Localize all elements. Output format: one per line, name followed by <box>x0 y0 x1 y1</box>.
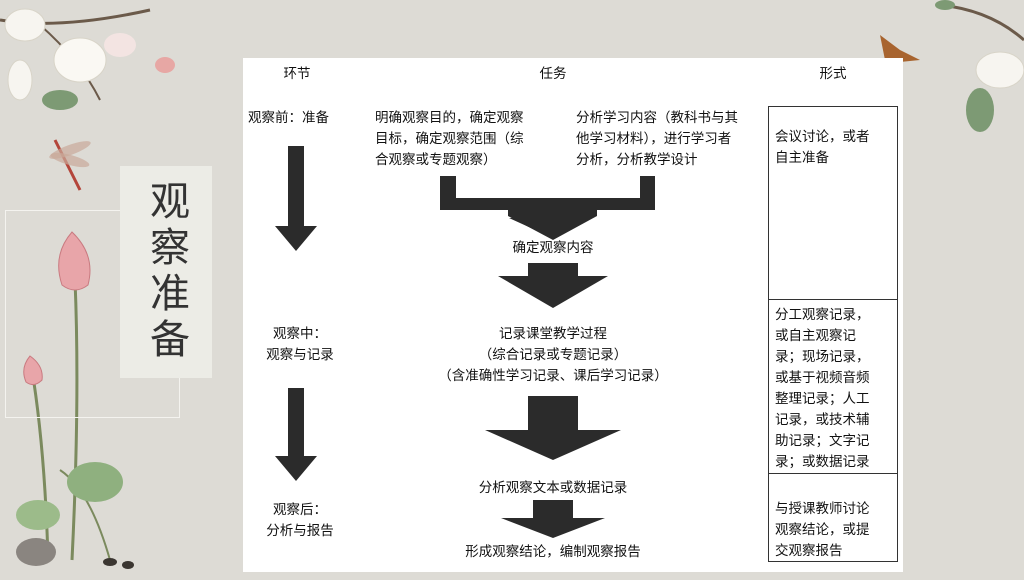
form-record-line: 或基于视频音频 <box>775 370 870 386</box>
task-content: 确定观察内容 <box>512 240 594 256</box>
task-analyze: 分析观察文本或数据记录 <box>478 480 628 496</box>
task-report: 形成观察结论，编制观察报告 <box>465 544 641 560</box>
task-arrow-4 <box>501 500 605 538</box>
title-box: 观察准备 <box>120 166 212 378</box>
form-record-line: 助记录；文字记 <box>775 433 870 449</box>
stage-during-2: 观察与记录 <box>266 347 334 363</box>
form-record-line: 分工观察记录， <box>775 307 870 323</box>
form-divider <box>769 473 897 474</box>
task-arrow-2 <box>498 263 608 308</box>
form-prep-line: 自主准备 <box>775 150 829 166</box>
process-diagram: 环节 任务 形式 观察前：准备 观察中： 观察与记录 观察后： 分析与报告 明确… <box>243 58 903 572</box>
form-column: 会议讨论，或者 自主准备 分工观察记录， 或自主观察记 录；现场记录， 或基于视… <box>768 106 898 562</box>
form-record-line: 录；现场记录， <box>775 349 870 365</box>
form-divider <box>769 299 897 300</box>
form-record-line: 记录，或技术辅 <box>775 412 870 428</box>
form-report-line: 观察结论，或提 <box>775 522 870 538</box>
form-report-line: 交观察报告 <box>775 543 843 559</box>
task-record-3: （含准确性学习记录、课后学习记录） <box>438 368 668 384</box>
task-analysis-line: 分析学习内容（教科书与其 <box>576 110 738 126</box>
stage-before: 观察前：准备 <box>248 110 329 126</box>
form-prep-line: 会议讨论，或者 <box>775 129 870 145</box>
task-arrow-3 <box>485 396 621 460</box>
task-record-2: （综合记录或专题记录） <box>478 347 628 363</box>
form-record-line: 录；或数据记录 <box>775 454 870 470</box>
header-form: 形式 <box>819 66 847 82</box>
header-task: 任务 <box>539 66 567 82</box>
form-record-line: 或自主观察记 <box>775 328 856 344</box>
task-analysis-line: 他学习材料），进行学习者 <box>576 131 732 147</box>
task-goal-line: 明确观察目的，确定观察 <box>375 110 524 126</box>
merge-bracket <box>440 176 655 210</box>
stage-after-2: 分析与报告 <box>266 523 334 539</box>
flow-arrows <box>275 146 655 538</box>
stage-during-1: 观察中： <box>273 326 327 342</box>
header-stage: 环节 <box>283 66 311 82</box>
form-report-line: 与授课教师讨论 <box>775 501 870 517</box>
task-analysis-line: 分析，分析教学设计 <box>576 152 698 168</box>
stage-arrow-1 <box>275 146 317 251</box>
stage-after-1: 观察后： <box>273 502 327 518</box>
task-goal-line: 合观察或专题观察） <box>375 152 497 168</box>
slide-title: 观察准备 <box>143 180 189 364</box>
task-goal-line: 目标，确定观察范围（综 <box>375 131 524 147</box>
stage-arrow-2 <box>275 388 317 481</box>
task-record-1: 记录课堂教学过程 <box>499 326 607 342</box>
form-record-line: 整理记录；人工 <box>775 391 870 407</box>
